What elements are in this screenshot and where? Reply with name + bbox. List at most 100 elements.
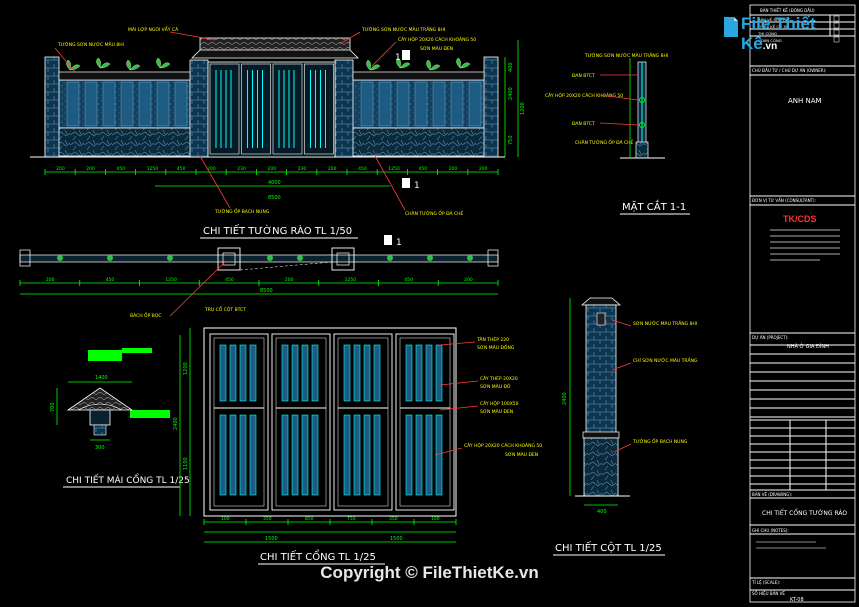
roof-detail: 1400 700 300 CHI TIẾT MÁI CỔNG TL 1/25	[50, 348, 190, 488]
sec-label-beam1: ĐAN BTCT	[572, 73, 595, 79]
plan-dim-1: 450	[106, 277, 115, 283]
fence-dim-7: 200	[268, 166, 277, 172]
fence-dim-6: 230	[237, 166, 246, 172]
gate-bar-lower	[301, 414, 309, 496]
sec-label-box: CÂY HỘP 20X20 CÁCH KHOẢNG 50	[545, 91, 623, 99]
plan-plant-icon	[167, 255, 173, 261]
plan-plant-icon	[57, 255, 63, 261]
plant-icon	[66, 59, 81, 71]
gate-total-2: 1500	[390, 536, 403, 542]
fence-board	[138, 81, 152, 127]
gate-bar-lower	[281, 414, 289, 496]
fence-total-2: 8500	[268, 195, 281, 201]
plan-plant-icon	[107, 255, 113, 261]
sec-label-foot: CHÂN TƯỜNG ỐP ĐÁ CHẺ	[575, 138, 634, 146]
fence-dim-5: 200	[207, 166, 216, 172]
copyright-watermark: Copyright © FileThietKe.vn	[320, 563, 539, 582]
roof-w: 1400	[95, 375, 108, 381]
roof-title: CHI TIẾT MÁI CỔNG TL 1/25	[66, 473, 190, 486]
fence-h-2: 1200	[520, 102, 526, 115]
fence-dim-4: 450	[177, 166, 186, 172]
fence-dim-9: 200	[328, 166, 337, 172]
fence-board	[396, 81, 410, 127]
gate-bar-upper	[373, 344, 381, 402]
sec-label-beam2: ĐAN BTCT	[572, 121, 595, 127]
gate-note-1b: SƠN MÀU ĐỒNG	[477, 342, 515, 351]
col-h: 2400	[562, 392, 568, 405]
tb-sheet-no: KT-08	[790, 597, 804, 603]
label-paint-wall-left: TƯỜNG SƠN NƯỚC MÀU 8HI	[57, 41, 124, 48]
plan-total: 8500	[260, 288, 273, 294]
tb-consultant-label: ĐƠN VỊ TƯ VẤN (CONSULTANT):	[752, 198, 816, 203]
gate-note-4: CÂY HỘP 20X20 CÁCH KHOẢNG 50	[464, 441, 542, 449]
gate-dim-1: 350	[263, 516, 272, 522]
gate-bar-lower	[249, 414, 257, 496]
col-w: 400	[597, 509, 607, 515]
file-icon	[724, 17, 738, 37]
gate-note-1: TÂN THÉP 220	[476, 335, 509, 343]
gate-bar-upper	[219, 344, 227, 402]
plan-plant-icon	[387, 255, 393, 261]
sec-label-wall: TƯỜNG SƠN NƯỚC MÀU TRẮNG 8HI	[584, 51, 668, 59]
fence-h-3: 750	[508, 135, 514, 145]
gate-bar-lower	[405, 414, 413, 496]
label-paint-wall-right: TƯỜNG SƠN NƯỚC MÀU TRẮNG 8HI	[361, 25, 445, 33]
fence-h-4: 400	[508, 62, 514, 72]
gate-bar-upper	[249, 344, 257, 402]
tb-drawing-label: BẢN VẼ (DRAWING):	[752, 492, 792, 497]
tb-checkbox	[833, 36, 840, 43]
plan-dim-0: 200	[46, 277, 55, 283]
gate-leaf-elev	[241, 63, 271, 155]
gate-h-3: 1100	[183, 457, 189, 470]
tb-project: NHÀ Ở GIA ĐÌNH	[787, 342, 829, 350]
title-block: BẢN THIẾT KẾ (ĐÓNG DẤU) BẢN VẼ SƠ PHÁCTH…	[749, 4, 856, 603]
gate-leaf	[271, 333, 331, 511]
gate-leaf	[209, 333, 269, 511]
roof-base: 300	[95, 445, 105, 451]
gate-leaf-inner	[399, 337, 451, 507]
section-mark-plan: 1	[396, 238, 402, 248]
tb-row-3: HOÀN CÔNG	[758, 38, 782, 43]
gate-bar-lower	[343, 414, 351, 496]
tb-checkbox	[833, 29, 840, 36]
fence-dim-2: 450	[117, 166, 126, 172]
tb-row-2: THI CÔNG	[757, 31, 777, 36]
fence-board	[102, 81, 116, 127]
gate-dim-2: 850	[305, 516, 314, 522]
col-note-1: SƠN NƯỚC MÀU TRẮNG 8HI	[633, 319, 697, 327]
plan-dim-5: 1250	[345, 277, 357, 283]
fence-dim-3: 1250	[147, 166, 159, 172]
gate-bar-lower	[363, 414, 371, 496]
gate-dim-0: 100	[221, 516, 230, 522]
fence-title: CHI TIẾT TƯỜNG RÀO TL 1/50	[203, 223, 352, 237]
fence-board	[120, 81, 134, 127]
fence-board	[156, 81, 170, 127]
plant-icon	[156, 57, 171, 69]
gate-bar-upper	[239, 344, 247, 402]
roof-h: 700	[50, 402, 56, 412]
gate-bar-upper	[301, 344, 309, 402]
label-paint-black: SƠN MÀU ĐEN	[420, 45, 453, 52]
label-roof-tile: MÁI LỢP NGÓI VẨY CÁ	[128, 25, 179, 33]
fence-board	[360, 81, 374, 127]
brand-logo[interactable]: File Thiết Kế.vn	[723, 14, 843, 53]
fence-board	[378, 81, 392, 127]
gate-note-3b: SƠN MÀU ĐEN	[480, 408, 513, 415]
gate-h-2: 1200	[183, 362, 189, 375]
plan-plant-icon	[427, 255, 433, 261]
gate-bar-lower	[353, 414, 361, 496]
section-title: MẶT CẮT 1-1	[622, 199, 686, 213]
gate-h-1: 2400	[173, 417, 179, 430]
section-mark-top: 1	[395, 53, 401, 63]
gate-leaf-elev	[209, 63, 240, 155]
fence-dim-0: 200	[56, 166, 65, 172]
fence-dim-14: 200	[479, 166, 488, 172]
plant-icon	[366, 59, 381, 71]
gate-note-2: CÂY THÉP 20X20	[480, 374, 518, 382]
label-stone-face: TƯỜNG ỐP BẠCH NUNG	[214, 207, 270, 215]
plant-icon	[96, 57, 111, 69]
fence-board	[84, 81, 98, 127]
gate-bar-lower	[239, 414, 247, 496]
gate-leaf-elev	[272, 63, 303, 155]
